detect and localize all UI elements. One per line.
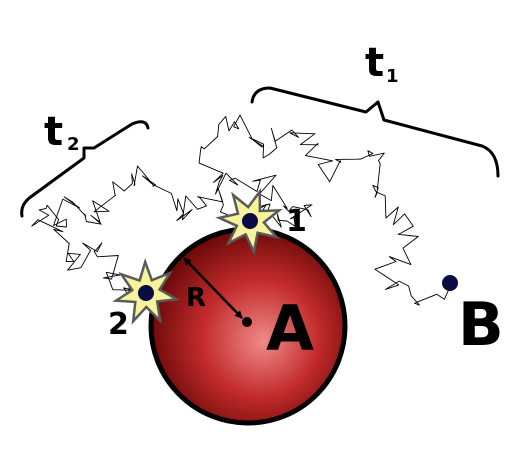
label-t2: t [44,109,63,155]
brace-t1 [250,86,500,178]
brace-t2 [20,120,150,218]
label-encounter-1: 1 [286,204,307,239]
center-dot [242,317,252,327]
trajectory-segment-t1 [198,114,455,306]
particle-at-encounter-2 [138,285,154,301]
random-walk-trajectory [31,114,455,306]
label-b: B [458,290,504,360]
label-radius: R [186,283,206,313]
label-encounter-2: 2 [108,307,129,342]
label-t2-subscript: 2 [67,134,80,155]
particle-b-dot [442,275,458,291]
trajectory-segment-t2 [31,165,246,297]
label-t1-subscript: 1 [386,66,399,87]
radius-arrow [183,257,243,319]
label-t1: t [365,40,384,86]
particle-at-encounter-1 [242,213,258,229]
label-a: A [266,292,314,365]
